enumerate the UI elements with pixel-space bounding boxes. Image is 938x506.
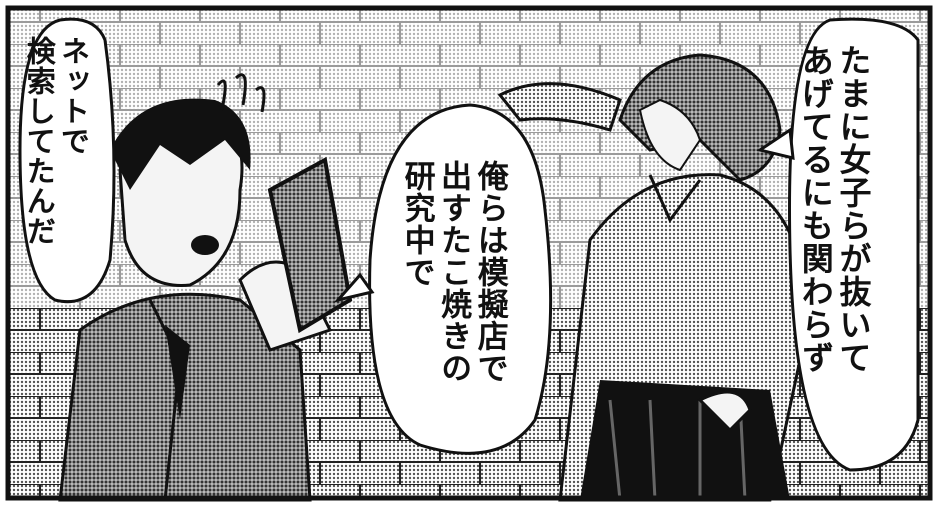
bubble-line: あげてるにも関わらず: [796, 44, 835, 374]
panel-border: [5, 5, 933, 501]
speech-bubble-left-text: ネットで検索してたんだ: [22, 36, 90, 246]
boy-character: [58, 98, 353, 502]
bubble-line: ネットで: [56, 36, 91, 156]
speech-bubble-left: [18, 17, 116, 304]
bubble-line: 出すたこ焼きの: [435, 160, 472, 384]
speech-bubble-middle: [368, 103, 553, 455]
girl-character: [497, 53, 802, 502]
speech-bubble-right: [788, 17, 920, 472]
surprise-marks-icon: [216, 73, 266, 113]
speech-bubble-middle-text: 俺らは模擬店で出すたこ焼きの研究中で: [398, 160, 508, 384]
bubble-line: たまに女子らが抜いて: [834, 44, 873, 374]
bubble-line: 研究中で: [398, 160, 435, 288]
speech-bubble-right-text: たまに女子らが抜いてあげてるにも関わらず: [796, 44, 873, 374]
bubble-line: 検索してたんだ: [22, 36, 57, 246]
bubble-line: 俺らは模擬店で: [471, 160, 508, 384]
